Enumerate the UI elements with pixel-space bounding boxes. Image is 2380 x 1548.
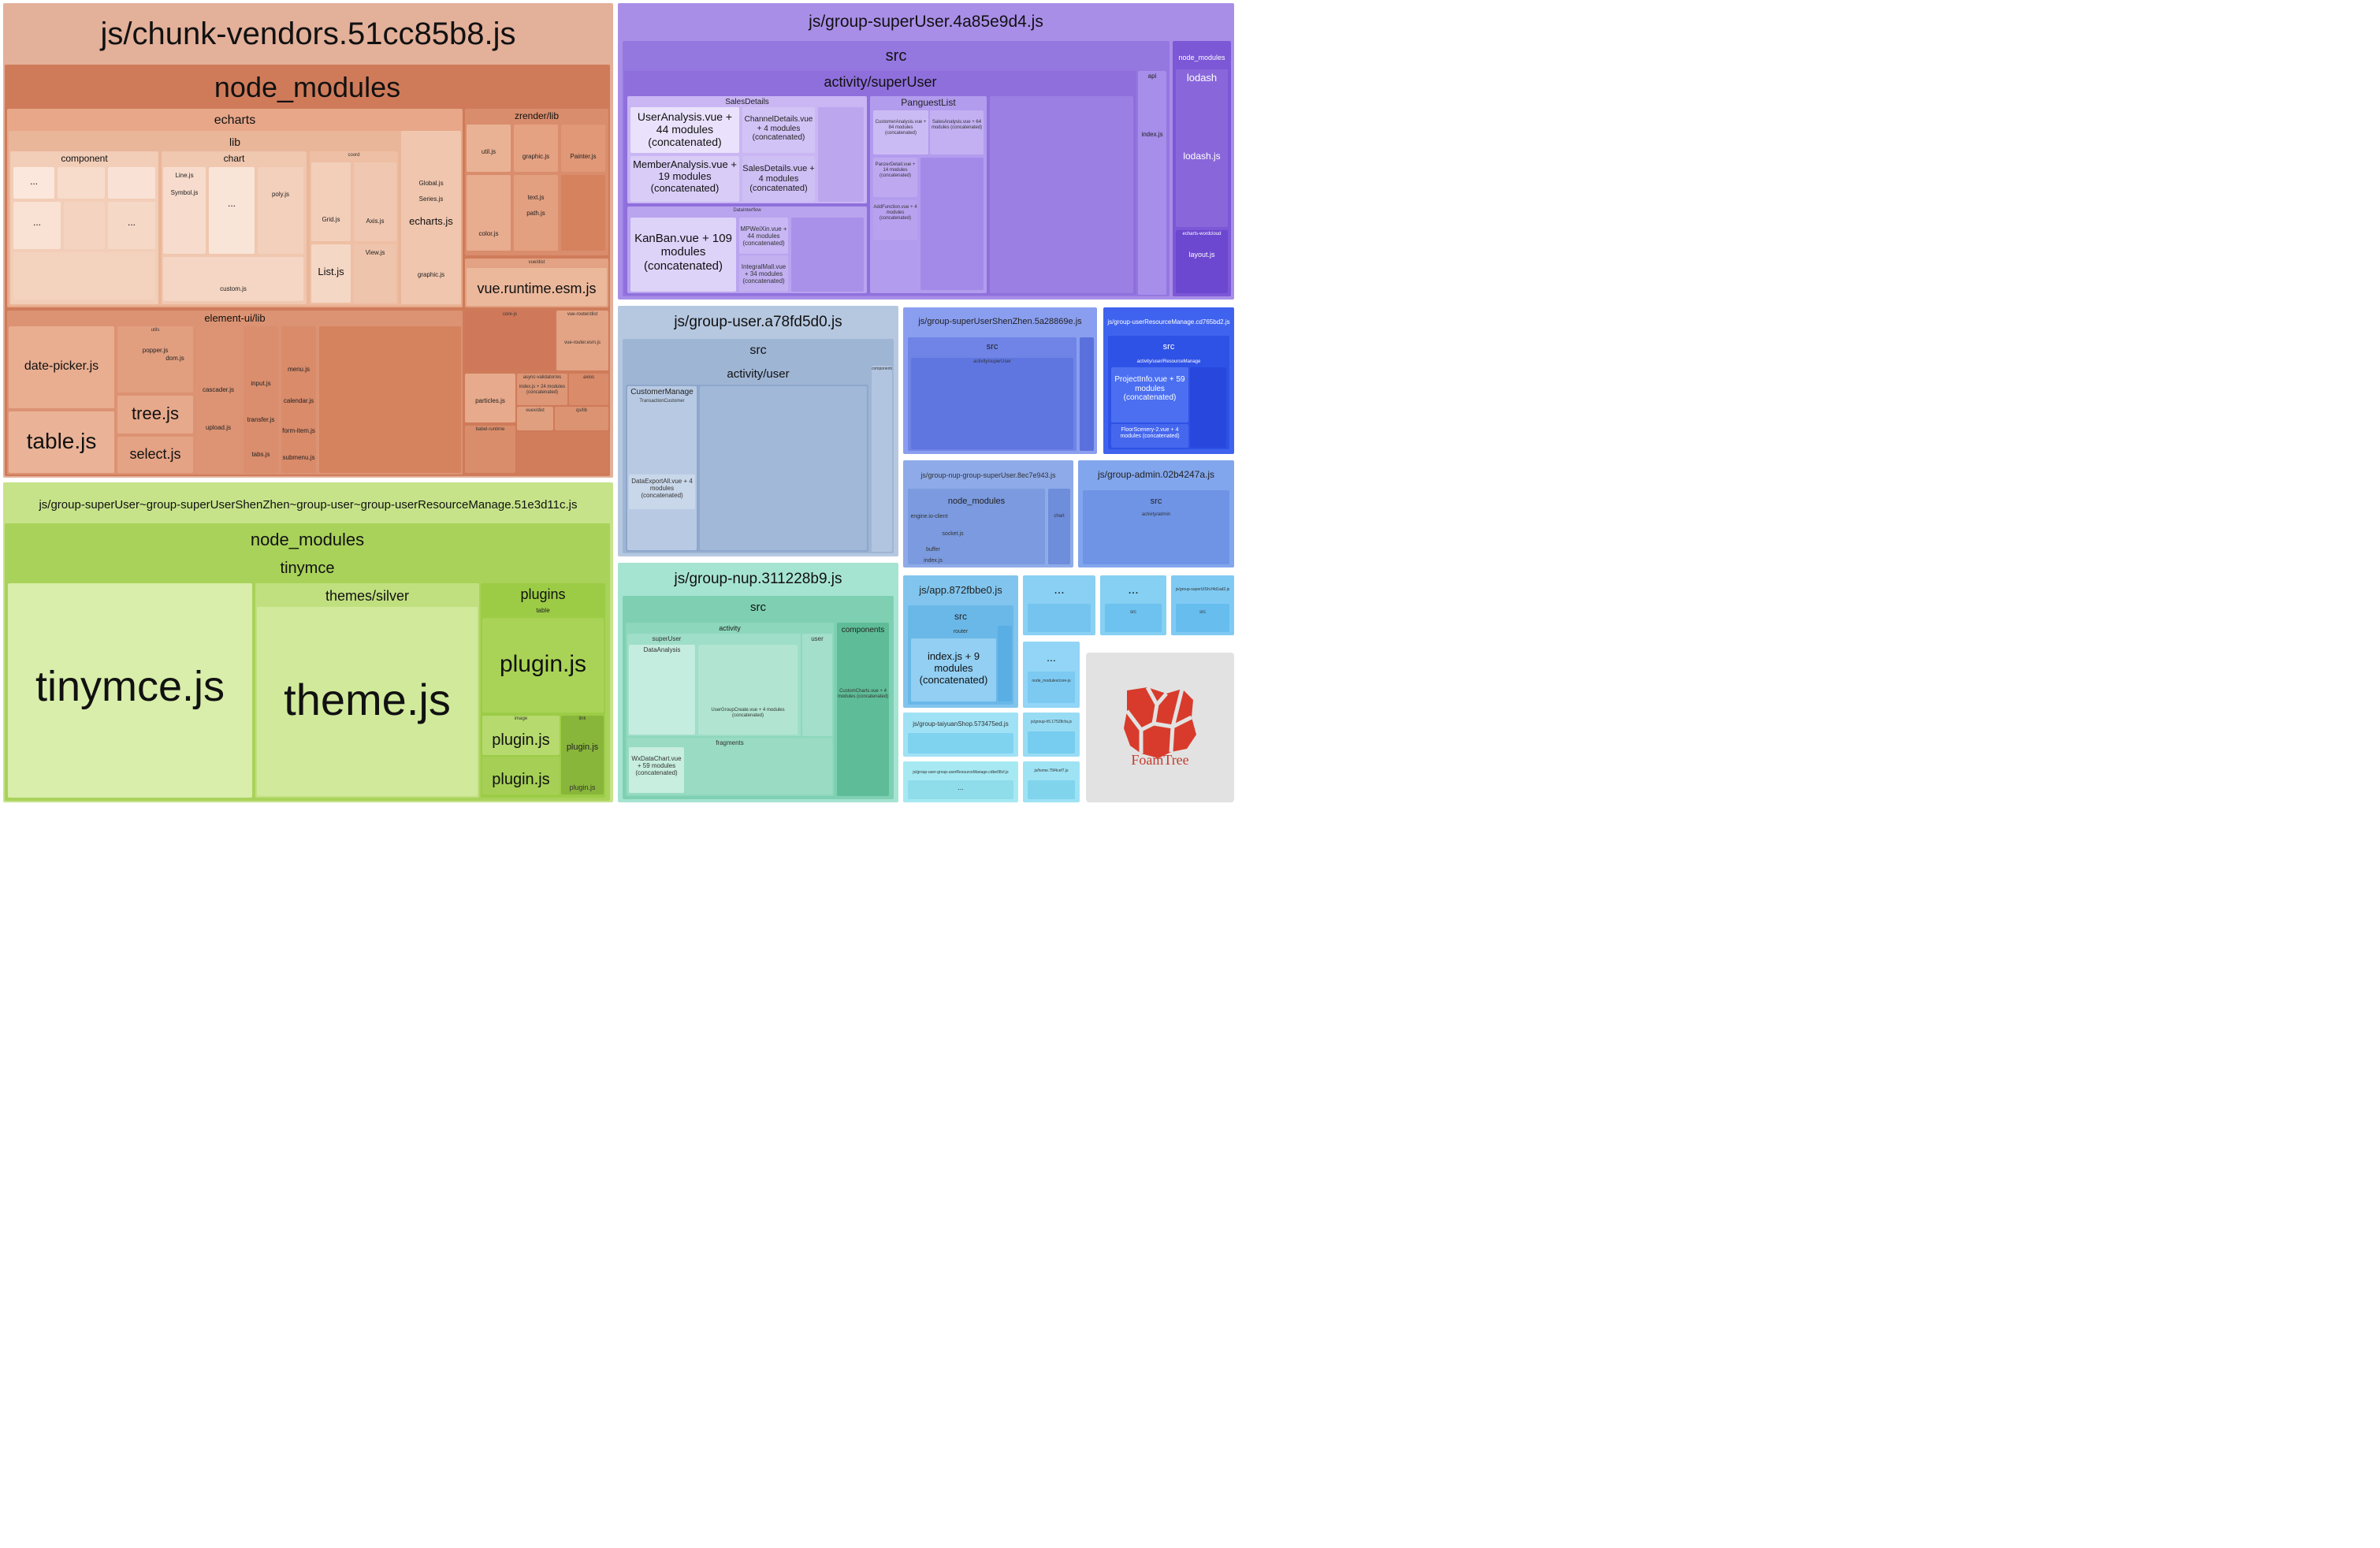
shared-chunk-tile[interactable]: js/group-superUser~group-superUserShenZh…	[3, 482, 613, 802]
echarts-tile[interactable]: echarts lib component ... ... ... chart …	[7, 109, 463, 307]
superuser-src[interactable]: src activity/superUser SalesDetails User…	[623, 41, 1170, 296]
chunk-vendors-title: js/chunk-vendors.51cc85b8.js	[100, 17, 516, 51]
zrender-tile[interactable]: zrender/lib util.js graphic.js Painter.j…	[465, 109, 608, 255]
chart-label: chart	[223, 153, 245, 164]
foamtree-logo: FoamTree	[1086, 653, 1234, 802]
foamtree-label: FoamTree	[1131, 752, 1189, 768]
group-nup-tile[interactable]: js/group-nup.311228b9.js src activity su…	[618, 563, 898, 802]
shared-node-modules[interactable]: node_modules tinymce tinymce.js themes/s…	[5, 523, 610, 801]
echarts-label: echarts	[214, 113, 256, 127]
group-user-tile[interactable]: js/group-user.a78fd5d0.js src activity/u…	[618, 306, 898, 556]
component-label: component	[61, 153, 108, 164]
date-picker-tile[interactable]: date-picker.js	[9, 326, 114, 408]
group-superuser-tile[interactable]: js/group-superUser.4a85e9d4.js src activ…	[618, 3, 1234, 300]
group-admin-tile[interactable]: js/group-admin.02b4247a.js src activity/…	[1078, 460, 1234, 567]
echarts-lib-tile[interactable]: lib component ... ... ... chart Line.js …	[9, 131, 461, 306]
sales-details-tile[interactable]: SalesDetails UserAnalysis.vue + 44 modul…	[627, 96, 867, 203]
vue-dist-tile[interactable]: vue/dist vue.runtime.esm.js	[465, 259, 608, 307]
nup-superuser-tile[interactable]: js/group-nup-group-superUser.8ec7e943.js…	[903, 460, 1073, 567]
app-tile[interactable]: js/app.872fbbe0.js src router index.js +…	[903, 575, 1018, 708]
component-tile[interactable]: component ... ... ...	[10, 151, 158, 304]
chunk-vendors-tile[interactable]: js/chunk-vendors.51cc85b8.js node_module…	[3, 3, 613, 478]
small-tile-4[interactable]: ... node_modules/core-js	[1023, 642, 1080, 708]
tinymce-js-tile[interactable]: tinymce.js	[8, 583, 252, 798]
foamtree-logo-icon	[1124, 686, 1196, 758]
core-js-tile[interactable]: core-js	[465, 311, 555, 370]
plugins-tile[interactable]: plugins table plugin.js image plugin.js …	[481, 583, 605, 798]
taiyuan-tile[interactable]: js/group-taiyuanShop.573475ed.js	[903, 713, 1018, 757]
data-interflow-tile[interactable]: DataInterflow KanBan.vue + 109 modules (…	[627, 207, 867, 293]
superuser-node-modules[interactable]: node_modules lodash lodash.js echarts-wo…	[1173, 41, 1231, 296]
echarts-js-tile[interactable]: Global.js Series.js echarts.js graphic.j…	[401, 131, 461, 304]
lib-label: lib	[229, 136, 240, 148]
table-js-tile[interactable]: table.js	[9, 411, 114, 473]
home-tile[interactable]: js/home.75f4cef7.js	[1023, 761, 1080, 802]
vue-router-tile[interactable]: vue-router/dist vue-router.esm.js	[556, 311, 608, 370]
node-modules-label: node_modules	[214, 71, 401, 103]
resource-manage-tile[interactable]: js/group-userResourceManage.cd765bd2.js …	[1103, 307, 1234, 454]
panguest-list-tile[interactable]: PanguestList CustomerAnalysis.vue + 84 m…	[870, 96, 987, 293]
themes-silver-tile[interactable]: themes/silver theme.js	[255, 583, 479, 798]
small-tile-1[interactable]: ...	[1023, 575, 1095, 635]
chart-tile[interactable]: chart Line.js Symbol.js ... poly.js cust…	[162, 151, 307, 304]
resource2-tile[interactable]: js/group-user-group-userResourceManage.c…	[903, 761, 1018, 802]
h5-tile[interactable]: js/group-h5.17528cfa.js	[1023, 713, 1080, 757]
small-tile-2[interactable]: ... src	[1100, 575, 1166, 635]
vendors-node-modules[interactable]: node_modules echarts lib component ... .…	[5, 65, 610, 476]
coord-tile[interactable]: coord Grid.js Axis.js List.js View.js	[310, 151, 398, 304]
small-tile-3[interactable]: js/group-superUlShi.f4d1ad2.js src	[1171, 575, 1234, 635]
shenzhen-tile[interactable]: js/group-superUserShenZhen.5a28869e.js s…	[903, 307, 1097, 454]
element-ui-tile[interactable]: element-ui/lib date-picker.js table.js u…	[7, 311, 463, 474]
api-tile[interactable]: api index.js	[1138, 71, 1166, 295]
